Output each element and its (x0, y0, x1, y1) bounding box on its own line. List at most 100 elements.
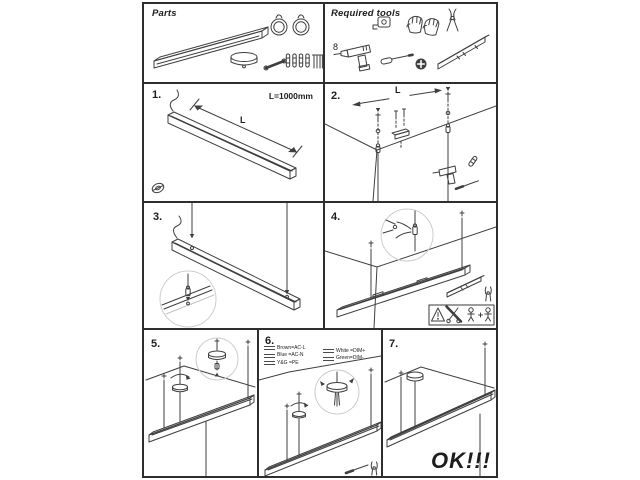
screw-icon (311, 54, 323, 69)
suspension-cable (245, 339, 251, 399)
dimension-arrow (189, 98, 303, 158)
dimension-label: L (240, 115, 246, 125)
step-6-panel: 6. Brown=AC-L Blue =AC-N Y&G =PE White =… (259, 330, 383, 476)
mounting-bracket (391, 108, 410, 150)
canopy-icon (172, 383, 188, 393)
step-7-panel: 7. OK!!! (383, 330, 496, 476)
light-bar (153, 26, 269, 69)
screwdriver-icon (344, 464, 369, 475)
suspension-cable (398, 370, 404, 434)
attachment-point (190, 246, 194, 250)
light-bar (386, 389, 496, 448)
arrow-down (189, 234, 195, 239)
length-spec-label: L=1000mm (268, 91, 313, 101)
suspension-cable (482, 341, 488, 396)
anchor-drop-left (375, 108, 381, 201)
parts-illustration (153, 14, 323, 71)
wire-stripper-icon (370, 461, 378, 476)
canopy-icon (326, 382, 348, 393)
ok-label: OK!!! (431, 448, 491, 473)
canopy-icon (292, 411, 306, 419)
detail-circle (159, 270, 217, 328)
detail-circle (380, 208, 434, 262)
step-5-number: 5. (151, 338, 161, 350)
wiring-legend-column2: White =DIM+ Green=DIM- (323, 348, 365, 363)
canopy-on-cable (290, 391, 309, 457)
suspension-cable (368, 240, 374, 299)
light-bar (336, 264, 471, 318)
canopy-icon (208, 350, 226, 360)
tools-title: Required tools (331, 8, 401, 19)
step-4-number: 4. (331, 211, 341, 223)
step-1-illustration (151, 89, 303, 194)
step-6-illustration (259, 355, 381, 476)
anchor-icon (285, 53, 310, 68)
canopy-wires (334, 392, 340, 407)
cable-gripper-icon (445, 123, 451, 133)
instruction-grid: Parts (142, 2, 498, 478)
canopy-on-cable (170, 355, 191, 423)
canopy-icon (406, 371, 424, 382)
step-7-number: 7. (389, 338, 399, 350)
detail-circle (195, 337, 239, 381)
tools-illustration (333, 8, 490, 72)
wiring-legend-entry: Y&G =PE (277, 359, 299, 366)
power-wire (173, 215, 182, 239)
cable-gripper-icon (185, 285, 191, 296)
light-bar (167, 111, 297, 180)
level-icon (446, 275, 485, 298)
step-3-number: 3. (153, 211, 163, 223)
cable-gripper-icon (214, 363, 220, 370)
level-icon (437, 34, 490, 70)
gloves-icon (406, 15, 440, 37)
suspension-cable (161, 373, 167, 429)
step-4-panel: 4. (325, 203, 496, 330)
drill-icon (333, 44, 371, 72)
rotate-arrow (170, 373, 190, 379)
screwdriver-icon (454, 180, 479, 191)
grommet-icon (151, 182, 165, 194)
parts-title: Parts (152, 8, 177, 19)
suspension-cable (368, 367, 374, 428)
wire-swatch (264, 346, 275, 351)
step-4-illustration (325, 208, 496, 328)
warning-triangle-icon (431, 307, 445, 322)
tape-measure-icon (372, 16, 391, 30)
wiring-legend-column1: Brown=AC-L Blue =AC-N Y&G =PE (264, 345, 305, 367)
room-lines (145, 365, 256, 476)
step-2-illustration (325, 87, 496, 201)
two-person-lift-icon (467, 307, 492, 322)
light-bar (171, 238, 301, 311)
step-2-panel: 2. L (325, 84, 496, 203)
wire-swatch (323, 356, 334, 361)
anchor-drop-right (445, 87, 451, 201)
pliers-icon (382, 219, 412, 239)
room-lines (259, 355, 381, 381)
step-2-number: 2. (331, 90, 341, 102)
wiring-legend-entry: Brown=AC-L (277, 345, 306, 351)
step-1-number: 1. (152, 89, 162, 101)
wire-swatch (264, 353, 275, 358)
wiring-legend-entry: White =DIM+ (336, 348, 366, 354)
suspension-cable (459, 210, 465, 268)
wiring-legend-entry: Green=DIM- (336, 355, 364, 362)
light-bar (148, 394, 255, 443)
power-wire (169, 89, 179, 112)
allen-key-icon (263, 58, 287, 71)
dimension-arrow (352, 88, 442, 107)
dimension-label: L (395, 85, 401, 95)
step-6-number: 6. (265, 335, 275, 347)
wire-stripper-icon (484, 286, 492, 302)
room-lines (384, 366, 495, 476)
anchor-icon (468, 155, 478, 167)
wiring-legend-entry: Blue =AC-N (277, 352, 304, 359)
step-5-panel: 5. (144, 330, 259, 476)
drill-icon (432, 165, 457, 185)
step-3-panel: 3. (144, 203, 325, 330)
step-1-panel: 1. L=1000mm L (144, 84, 325, 203)
canopy-icon (230, 52, 258, 69)
drill-bit-size-label: 8 (333, 42, 339, 52)
parts-panel: Parts (144, 4, 325, 84)
phillips-bit-icon (415, 58, 427, 70)
